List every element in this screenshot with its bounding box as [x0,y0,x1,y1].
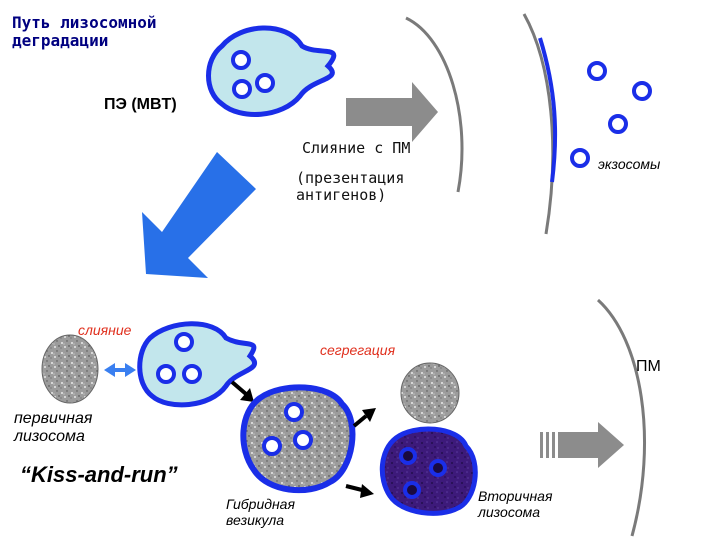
kiss-and-run-label: “Kiss-and-run” [20,462,178,487]
primary-lysosome-label: первичная лизосома [14,410,92,447]
title-line-2: деградации [12,31,109,51]
mvb-endosome-bottom [137,321,258,408]
plasma-membrane-top-inner [522,13,555,235]
presentation-line-1: (презентация [296,169,405,187]
secondary-line-2: лизосома [478,504,540,521]
hybrid-vesicle [240,384,356,494]
reformed-lysosome [400,362,460,424]
arrow-to-hybrid [230,380,254,402]
hybrid-vesicle-label: Гибридная везикула [226,496,295,528]
hybrid-line-1: Гибридная [226,496,295,512]
arrow-to-lysosome [352,408,376,428]
presentation-line-2: антигенов) [296,186,387,205]
exosomes [570,61,652,168]
title-line-1: Путь лизосомной [12,13,157,32]
mvb-label: ПЭ (MBT) [104,96,177,113]
secondary-lysosome-label: Вторичная лизосома [478,488,552,520]
secondary-line-1: Вторичная [478,488,553,504]
plasma-membrane-bottom [596,298,646,537]
fusion-label: слияние [78,322,132,338]
kiss-and-run-arrow [104,363,136,377]
primary-line-2: лизосома [14,428,85,446]
pm-label: ПМ [636,358,661,375]
secondary-lysosome [379,426,478,516]
antigen-presentation-label: (презентация антигенов) [296,169,405,205]
mvb-endosome-top [206,25,337,117]
plasma-membrane-fusion-segment [538,37,558,183]
hybrid-line-2: везикула [226,512,285,529]
exosomes-label: экзосомы [598,156,661,172]
arrow-lysosomal-pathway [142,152,256,278]
arrow-to-pm-top [346,82,438,142]
primary-line-1: первичная [14,410,93,427]
arrow-to-pm-bottom [540,422,624,468]
primary-lysosome [41,334,99,404]
diagram-title: Путь лизосомной деградации [12,13,157,51]
segregation-label: сегрегация [320,342,396,358]
plasma-membrane-top-outer [405,16,464,193]
fusion-pm-label: Слияние с ПМ [302,139,411,157]
arrow-to-secondary [345,484,374,498]
